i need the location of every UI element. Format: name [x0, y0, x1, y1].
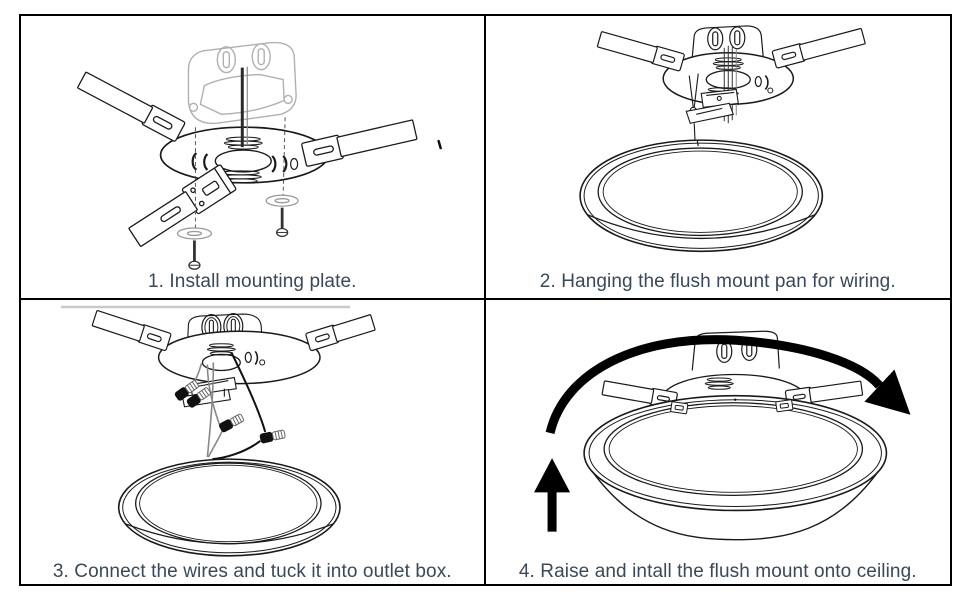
mounting-plate: [157, 330, 321, 385]
bracket-arm-right: [771, 28, 866, 69]
panel-caption: 3. Connect the wires and tuck it into ou…: [52, 561, 452, 582]
panel-caption: 4. Raise and intall the flush mount onto…: [518, 561, 917, 582]
hanging-pan-illustration: [578, 25, 866, 253]
bracket-arm-lower-left: [128, 164, 237, 247]
junction-box: [186, 312, 263, 347]
wiring-connection-illustration: [60, 305, 376, 557]
panel-step-2: 2. Hanging the flush mount pan for wirin…: [485, 16, 950, 300]
panel-step-4: 4. Raise and intall the flush mount onto…: [486, 300, 951, 584]
alignment-dashed-lines: [194, 117, 286, 228]
panel-caption: 1. Install mounting plate.: [147, 271, 357, 292]
screw-right: [276, 207, 289, 238]
up-arrow: [533, 458, 570, 532]
stray-mark: [437, 139, 442, 150]
washer-left: [176, 227, 213, 240]
flush-mount-pan: [582, 394, 887, 541]
washer-right: [265, 194, 299, 207]
wire-nut-3: [219, 413, 245, 433]
wire-nut-4: [259, 429, 286, 444]
mounting-clip-right: [774, 399, 793, 413]
junction-box: [187, 41, 297, 125]
supply-wires: [240, 66, 248, 148]
wire-nut-1: [174, 380, 199, 401]
exploded-mounting-plate-illustration: [77, 41, 442, 270]
wire-nut-2: [186, 387, 211, 408]
panel-step-3: 3. Connect the wires and tuck it into ou…: [21, 300, 486, 584]
mounting-plate: [159, 126, 329, 184]
bracket-arm-right: [301, 119, 418, 167]
raise-and-install-illustration: [533, 330, 910, 541]
flush-mount-pan: [117, 458, 341, 557]
hanging-hook: [684, 73, 739, 146]
rotate-arrow: [545, 335, 910, 435]
bracket-arm-left: [596, 31, 685, 72]
instruction-sheet: 1. Install mounting plate.: [19, 14, 952, 586]
panel-caption: 2. Hanging the flush mount pan for wirin…: [539, 271, 896, 292]
flush-mount-pan: [578, 139, 823, 253]
bracket-arm-left: [91, 310, 172, 351]
bracket-arm-upper-left: [77, 71, 186, 142]
screw-left: [188, 240, 201, 270]
mounting-clip-left: [669, 401, 688, 415]
bracket-arm-right: [305, 314, 376, 352]
panel-step-1: 1. Install mounting plate.: [21, 16, 486, 300]
